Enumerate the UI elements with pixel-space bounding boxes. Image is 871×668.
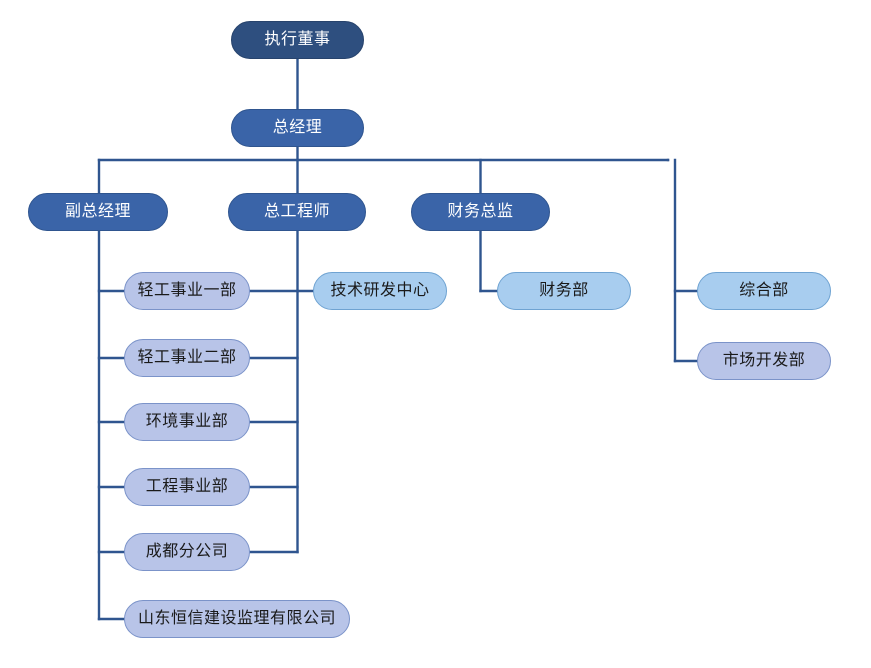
org-node-label: 技术研发中心 bbox=[330, 282, 430, 299]
org-node-light-industry-div-2[interactable]: 轻工事业二部 bbox=[124, 339, 250, 377]
org-node-label: 总工程师 bbox=[263, 203, 330, 220]
org-node-chief-engineer[interactable]: 总工程师 bbox=[228, 193, 366, 231]
org-node-label: 成都分公司 bbox=[145, 543, 229, 560]
org-node-label: 轻工事业一部 bbox=[137, 282, 237, 299]
org-node-engineering-div[interactable]: 工程事业部 bbox=[124, 468, 250, 506]
org-node-deputy-general-manager[interactable]: 副总经理 bbox=[28, 193, 168, 231]
org-node-general-manager[interactable]: 总经理 bbox=[231, 109, 364, 147]
org-node-shandong-hengxin-supervision[interactable]: 山东恒信建设监理有限公司 bbox=[124, 600, 350, 638]
org-node-finance-dept[interactable]: 财务部 bbox=[497, 272, 631, 310]
org-node-label: 财务总监 bbox=[447, 203, 514, 220]
org-node-label: 山东恒信建设监理有限公司 bbox=[137, 610, 336, 627]
org-node-chengdu-branch[interactable]: 成都分公司 bbox=[124, 533, 250, 571]
org-node-label: 执行董事 bbox=[264, 31, 331, 48]
org-node-label: 市场开发部 bbox=[722, 352, 806, 369]
org-node-label: 财务部 bbox=[539, 282, 589, 299]
org-node-light-industry-div-1[interactable]: 轻工事业一部 bbox=[124, 272, 250, 310]
org-node-label: 工程事业部 bbox=[145, 478, 229, 495]
org-node-cfo[interactable]: 财务总监 bbox=[411, 193, 550, 231]
org-node-market-development-dept[interactable]: 市场开发部 bbox=[697, 342, 831, 380]
org-node-general-affairs-dept[interactable]: 综合部 bbox=[697, 272, 831, 310]
org-node-environment-div[interactable]: 环境事业部 bbox=[124, 403, 250, 441]
org-node-label: 总经理 bbox=[272, 119, 323, 136]
org-node-label: 轻工事业二部 bbox=[137, 349, 237, 366]
org-node-label: 综合部 bbox=[739, 282, 789, 299]
org-node-label: 副总经理 bbox=[64, 203, 131, 220]
org-node-rnd-center[interactable]: 技术研发中心 bbox=[313, 272, 447, 310]
org-node-label: 环境事业部 bbox=[145, 413, 229, 430]
org-node-exec-director[interactable]: 执行董事 bbox=[231, 21, 364, 59]
